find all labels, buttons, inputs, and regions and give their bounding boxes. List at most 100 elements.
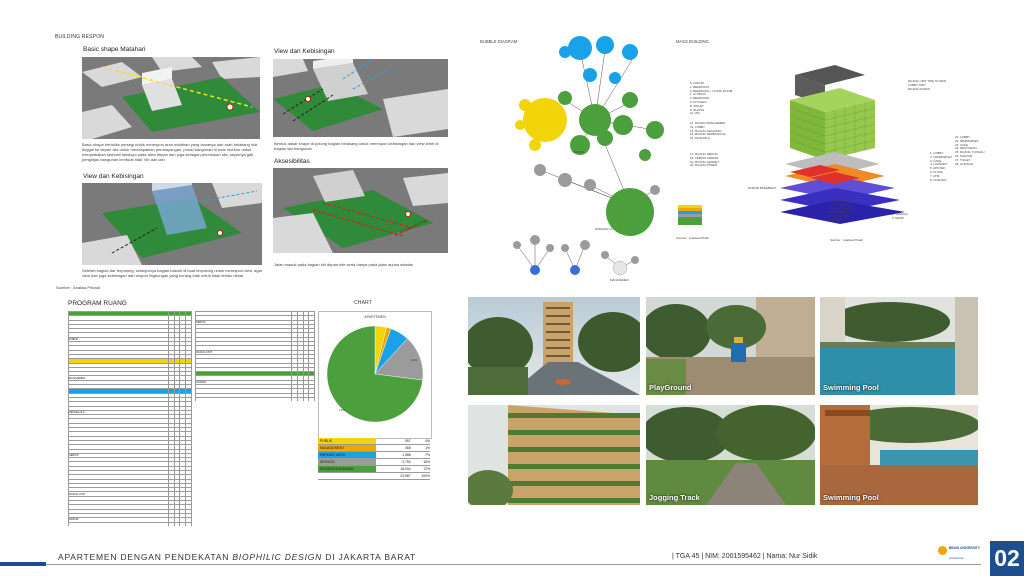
photo-label-2: PlayGround [649, 383, 692, 392]
bubble-legend-caption: Sumber : Analisa Pribadi [676, 236, 709, 240]
mass-right-list-item: 28. GUDANG [955, 161, 974, 166]
mass-mid-label: 11. RUANG MANAJEMEN [690, 121, 726, 125]
render-pool-2: Swimming Pool [820, 405, 978, 505]
mass-right-list: 21. LOBBY 22. MINIMARKET 23. CAFE 24. RE… [955, 135, 1000, 166]
mass-left-label: 10. WC [690, 111, 701, 116]
binus-logo-icon [938, 546, 947, 555]
mass-mid-label: 15. MUSHOLA [690, 136, 710, 141]
program-group-header [195, 341, 315, 347]
mass-left-label: 1. BEDROOM [690, 84, 709, 89]
pie-pct-large: 72% [339, 408, 346, 412]
mass-right-list-item: 23. CAFE [955, 142, 969, 147]
chart-legend-pct: 16% [423, 460, 430, 464]
program-cell [185, 521, 192, 526]
mass-right-bottom-label: 1. TANGGA [892, 212, 908, 216]
chart-legend-value: 18,004 [400, 467, 411, 471]
mass-right-list2-item: 7. ATM [930, 173, 940, 178]
footer-title-c: DI JAKARTA BARAT [322, 552, 417, 562]
chart-legend-pct: 7% [425, 453, 430, 457]
mass-right-top-label: RUANG DUDUK [908, 86, 931, 91]
mass-left-label: 1. R.TIDUR [690, 92, 706, 97]
chart-legend-label: RESIDENTS/HUNIAN [318, 466, 376, 472]
chart-legend-pct: 4% [425, 439, 430, 443]
pie-inner-title: APARTEMEN [364, 315, 386, 319]
mass-right-list2-item: 2. MINIMARKET [930, 154, 953, 159]
aksesibilitas-desc: Jalan masuk pada bagian kiri depan site … [274, 262, 414, 267]
chart-legend-pct: 72% [423, 467, 430, 471]
chart-legend-value: 368 [404, 446, 411, 450]
photo-label-3: Swimming Pool [823, 383, 879, 392]
mass-left-label: 2. BEDROOM + LIVING ROOM [690, 88, 733, 93]
mass-right-top: RUANG UNIT TIPE STUDIO LOBBY UNIT RUANG … [908, 79, 978, 91]
binus-logo-sub: Architecture [949, 556, 964, 560]
mass-bottom-label: 3. TEMPAT PARKIR [828, 206, 855, 211]
pie-pct-grey: 14% [411, 358, 418, 362]
chart-legend-value: 23,987 [400, 474, 411, 478]
chart-legend-value: 1,588 [402, 453, 411, 457]
photo-label-6: Swimming Pool [823, 493, 879, 502]
mass-building-title: MASS BUILDING [676, 39, 709, 44]
program-cell [195, 396, 293, 401]
aksesibilitas-title: Aksesibilitas [274, 158, 310, 165]
mass-left-label: 8. TOILET [690, 103, 704, 108]
footer-title-a: APARTEMEN DENGAN PENDEKATAN [58, 552, 233, 562]
mass-right-list-item: 27. TOILET [955, 157, 971, 162]
building-respon-heading: BUILDING RESPON [55, 34, 105, 40]
chart-legend-pct: 1% [425, 446, 430, 450]
basic-shape-desc: Basic shape bertuliks persegi untuk mere… [82, 142, 257, 162]
chart-legend-value: 957 [404, 439, 411, 443]
chart-legend-label: MANAGEMENT [318, 445, 376, 451]
footer-title: APARTEMEN DENGAN PENDEKATAN BIOPHILIC DE… [58, 552, 416, 562]
basic-shape-title: Basic shape Matahari [83, 46, 146, 53]
chart-legend-row: SERVICE 3,752 16% [318, 459, 430, 466]
page-number: 02 [990, 541, 1024, 576]
program-ruang-title: PROGRAM RUANG [68, 300, 127, 307]
mass-source: Sumber : Analisa Pribadi [830, 238, 863, 242]
render-playground: PlayGround [646, 297, 815, 395]
pie-chart-frame: APARTEMEN 72% 14% [318, 311, 432, 439]
chart-legend-row: MANAGEMENT 368 1% [318, 445, 430, 452]
render-pool-1: Swimming Pool [820, 297, 978, 395]
building-respon-source: Sumber : Analisa Pribadi [56, 285, 100, 290]
mass-right-bottom-label: 2. RAMP [892, 215, 905, 220]
mass-bottom-label: 6. TOILET [828, 217, 842, 222]
mass-right-top-label: RUANG UNIT TIPE STUDIO [908, 79, 947, 83]
mass-right-top-label: LOBBY UNIT [908, 82, 926, 87]
view2-desc: Setelah bagian dar terpotong, selanjutny… [82, 268, 263, 278]
footer-accent-bar [0, 562, 46, 566]
view1-diagram [273, 59, 448, 137]
mass-building-diagram [780, 60, 910, 240]
bubble-caption: PARKIR [573, 150, 584, 154]
bubble-node-label: PARKING LA [595, 227, 613, 231]
view1-title: View dan Kebisingan [274, 48, 335, 55]
mass-left-label: 9. RUANG [690, 107, 705, 112]
program-row [68, 521, 192, 526]
photo-label-5: Jogging Track [649, 493, 700, 502]
render-tower [468, 297, 640, 395]
program-row [195, 396, 315, 401]
mass-right-list2-item: 6. KLINIK [930, 169, 943, 174]
view2-title: View dan Kebisingan [83, 173, 144, 180]
mass-right-bottom: 1. TANGGA 2. RAMP [892, 212, 922, 221]
pie-chart [326, 325, 424, 423]
mass-right-list-item: 24. RESTORAN [955, 146, 977, 151]
mass-bottom-label: 4. LIFT SERVIS [828, 210, 850, 215]
footer-info: | TGA 45 | NIM: 2001595462 | Nama: Nur S… [672, 553, 818, 560]
aksesibilitas-diagram: JL. ARJUNA SELATAN [273, 168, 448, 253]
basic-shape-diagram [82, 57, 260, 139]
chart-legend-value: 3,752 [402, 460, 411, 464]
mass-lower-label: 17. RUANG SERVIS [690, 152, 718, 156]
bubble-legend [678, 205, 702, 229]
render-facade [468, 405, 640, 505]
bubble-diagram: PUBLIC PARKING LA PARKIR MANAJEMEN [505, 30, 680, 285]
chart-legend-label: SERVICE [318, 459, 376, 465]
mass-right-list-item: 22. MINIMARKET [955, 138, 979, 143]
program-cell [68, 521, 169, 526]
binus-logo-text: BINUS UNIVERSITY [949, 546, 980, 550]
bubble-diagram-title: BUBBLE DIAGRAM [480, 39, 518, 44]
